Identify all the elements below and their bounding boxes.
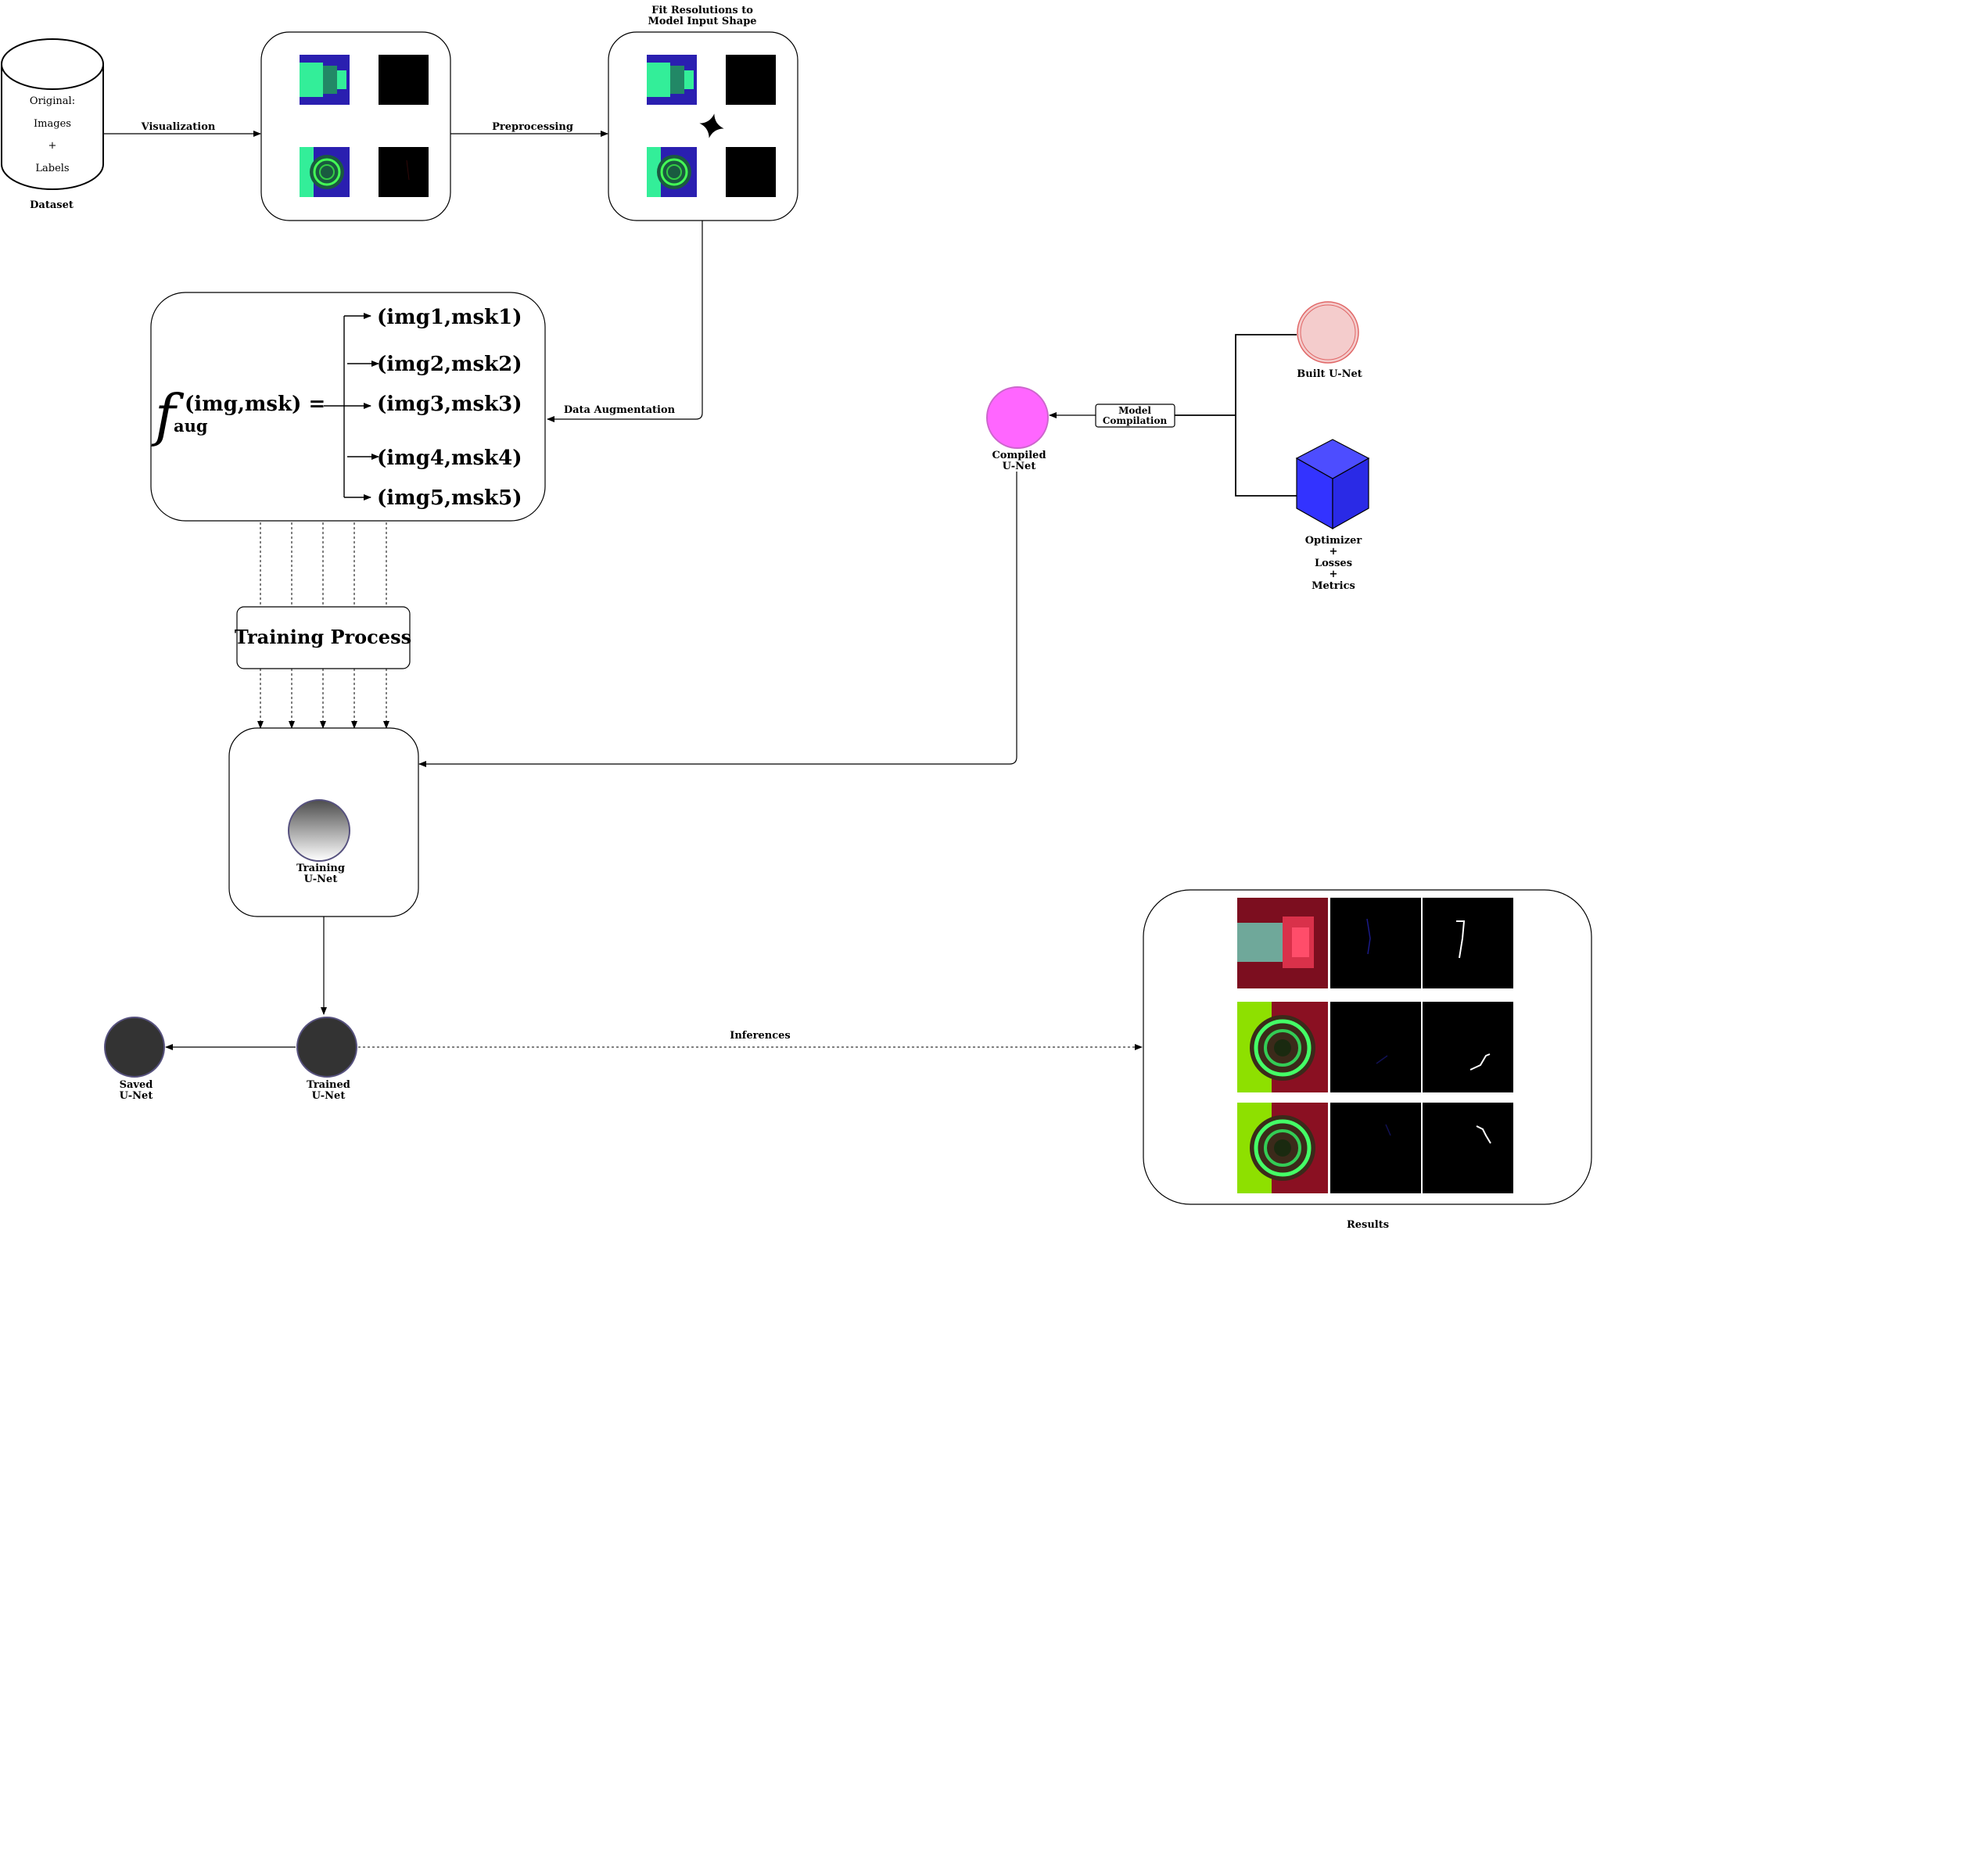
dataset-cylinder: Original: Images + Labels (0, 38, 104, 190)
built-unet-label: Built U-Net (1297, 368, 1362, 380)
visualization-thumbnails (300, 55, 429, 197)
result-mask-1 (1423, 898, 1513, 988)
thumb-image-2 (300, 147, 350, 197)
fit-title-line-2: Model Input Shape (648, 16, 756, 27)
augmentation-output-3: (img3,msk3) (377, 393, 522, 416)
thumb-mask-1 (379, 55, 429, 105)
fit-title-line-1: Fit Resolutions to (651, 5, 753, 16)
result-mask-2 (1423, 1002, 1513, 1092)
compiled-to-training-arrow (418, 472, 1017, 767)
cube-icon (1295, 439, 1370, 530)
inferences-label: Inferences (730, 1030, 790, 1042)
model-compilation-label-1: Model (1118, 405, 1151, 416)
saved-unet-label-2: U-Net (120, 1090, 153, 1102)
compiled-unet-label-2: U-Net (1003, 461, 1036, 472)
trained-unet-label-1: Trained (307, 1079, 350, 1091)
built-unet-node (1297, 301, 1359, 364)
result-prediction-3 (1330, 1103, 1421, 1193)
compilation-bracket (1175, 334, 1297, 497)
optimizer-label-3: Losses (1315, 558, 1352, 569)
augmentation-box (150, 292, 546, 522)
fit-thumb-mask-1 (726, 55, 776, 105)
result-image-3 (1237, 1103, 1328, 1193)
thumb-image-1 (300, 55, 350, 105)
training-process-label: Training Process (235, 626, 411, 648)
preprocessing-label: Preprocessing (492, 121, 573, 133)
dataset-caption: Dataset (30, 199, 74, 211)
fit-thumb-image-2 (647, 147, 697, 197)
thumb-mask-2 (379, 147, 429, 197)
training-unet-node (288, 799, 350, 862)
training-unet-label-2: U-Net (304, 873, 338, 885)
dataset-line-4: Labels (35, 163, 69, 174)
trained-unet-label-2: U-Net (312, 1090, 346, 1102)
optimizer-label-5: Metrics (1312, 580, 1355, 592)
optimizer-label-1: Optimizer (1305, 535, 1362, 547)
data-augmentation-arrow (547, 221, 703, 422)
saved-unet-label-1: Saved (120, 1079, 153, 1091)
augmentation-input: (img,msk) = (185, 393, 325, 416)
visualization-label: Visualization (141, 121, 216, 133)
fit-thumbnails (647, 55, 776, 197)
augmentation-output-5: (img5,msk5) (377, 486, 522, 510)
saved-unet-node (104, 1017, 165, 1078)
result-image-1 (1237, 898, 1328, 988)
model-compilation-label-2: Compilation (1103, 415, 1168, 426)
result-prediction-2 (1330, 1002, 1421, 1092)
result-image-2 (1237, 1002, 1328, 1092)
optimizer-label-4: + (1330, 569, 1338, 580)
four-point-star-icon (699, 113, 724, 138)
result-mask-3 (1423, 1103, 1513, 1193)
fit-thumb-mask-2 (726, 147, 776, 197)
data-augmentation-label: Data Augmentation (564, 404, 676, 416)
dataset-line-2: Images (34, 118, 71, 130)
augmented-batch-lines (257, 522, 389, 729)
augmentation-function-subscript: aug (174, 416, 208, 436)
dataset-line-1: Original: (30, 95, 75, 107)
results-grid (1237, 898, 1513, 1193)
augmentation-output-1: (img1,msk1) (377, 306, 522, 329)
augmentation-output-4: (img4,msk4) (377, 447, 522, 470)
results-caption: Results (1347, 1219, 1389, 1231)
augmentation-branch-lines (324, 313, 379, 500)
optimizer-label-2: + (1330, 546, 1338, 558)
fit-thumb-image-1 (647, 55, 697, 105)
training-process-box (236, 606, 411, 669)
compiled-unet-label-1: Compiled (992, 450, 1046, 461)
compiled-unet-node (986, 386, 1049, 449)
augmentation-output-2: (img2,msk2) (377, 353, 522, 376)
result-prediction-1 (1330, 898, 1421, 988)
trained-unet-node (296, 1017, 357, 1078)
dataset-line-3: + (48, 140, 57, 152)
training-unet-label-1: Training (296, 863, 345, 874)
